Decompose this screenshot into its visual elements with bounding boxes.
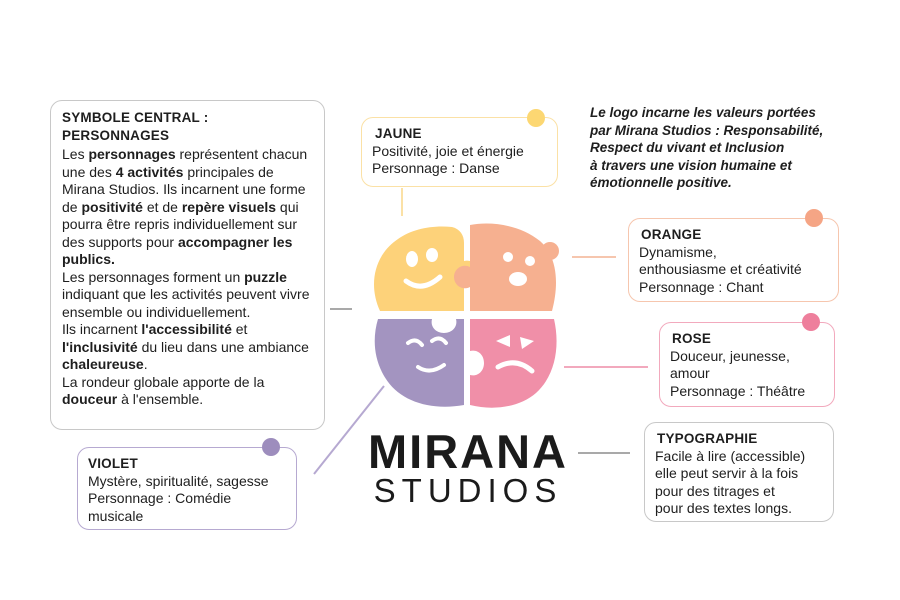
violet-box: VIOLET Mystère, spiritualité, sagesse Pe… xyxy=(77,447,297,530)
rose-dot xyxy=(802,313,820,331)
orange-title: ORANGE xyxy=(641,227,702,242)
connector-symbole xyxy=(330,308,352,310)
tagline: Le logo incarne les valeurs portées par … xyxy=(590,105,824,190)
brand-subname: STUDIOS xyxy=(373,472,563,509)
connector-typographie xyxy=(578,452,630,454)
rose-line3: Personnage : Théâtre xyxy=(670,382,806,399)
violet-dot xyxy=(262,438,280,456)
jaune-box: JAUNE Positivité, joie et énergie Person… xyxy=(361,117,558,187)
puzzle-logo xyxy=(374,223,559,408)
orange-dot xyxy=(805,209,823,227)
symbole-paragraph-2: Les personnages forment un puzzle indiqu… xyxy=(62,268,310,320)
typographie-line1: Facile à lire (accessible) xyxy=(655,447,806,464)
typographie-line4: pour des textes longs. xyxy=(655,500,792,516)
violet-line1: Mystère, spiritualité, sagesse xyxy=(88,472,269,489)
symbole-central-box: SYMBOLE CENTRAL : PERSONNAGES Les person… xyxy=(50,100,325,430)
mask-orange-icon xyxy=(454,223,559,311)
violet-title: VIOLET xyxy=(88,456,138,471)
rose-line1: Douceur, jeunesse, xyxy=(670,347,790,364)
brand-name: MIRANA xyxy=(368,425,568,478)
connector-jaune xyxy=(401,188,403,216)
rose-title: ROSE xyxy=(672,331,712,346)
jaune-dot xyxy=(527,109,545,127)
orange-line2: enthousiasme et créativité xyxy=(639,261,802,277)
rose-line2: amour xyxy=(670,365,710,381)
mask-violet-icon xyxy=(374,319,464,407)
mask-pink-icon xyxy=(470,319,557,408)
typographie-title: TYPOGRAPHIE xyxy=(657,431,758,446)
symbole-paragraph-3: Ils incarnent l'accessibilité et l'inclu… xyxy=(62,321,309,372)
jaune-title: JAUNE xyxy=(375,126,422,141)
jaune-line2: Personnage : Danse xyxy=(372,160,500,176)
violet-line2: Personnage : Comédie xyxy=(88,490,232,506)
connector-orange xyxy=(572,256,616,258)
typographie-box: TYPOGRAPHIE Facile à lire (accessible) e… xyxy=(644,422,834,522)
typographie-line3: pour des titrages et xyxy=(655,482,775,499)
symbole-title: SYMBOLE CENTRAL : PERSONNAGES xyxy=(62,110,209,143)
connector-rose xyxy=(564,366,648,368)
symbole-paragraph-4: La rondeur globale apporte de la douceur… xyxy=(62,373,265,408)
mask-yellow-icon xyxy=(374,226,478,311)
orange-line3: Personnage : Chant xyxy=(639,278,764,295)
orange-line1: Dynamisme, xyxy=(639,243,717,260)
rose-box: ROSE Douceur, jeunesse, amour Personnage… xyxy=(659,322,835,407)
symbole-paragraph-1: Les personnages représentent chacun une … xyxy=(62,146,308,267)
orange-box: ORANGE Dynamisme, enthousiasme et créati… xyxy=(628,218,839,302)
violet-line3: musicale xyxy=(88,507,144,524)
jaune-line1: Positivité, joie et énergie xyxy=(372,142,524,159)
typographie-line2: elle peut servir à la fois xyxy=(655,465,799,481)
